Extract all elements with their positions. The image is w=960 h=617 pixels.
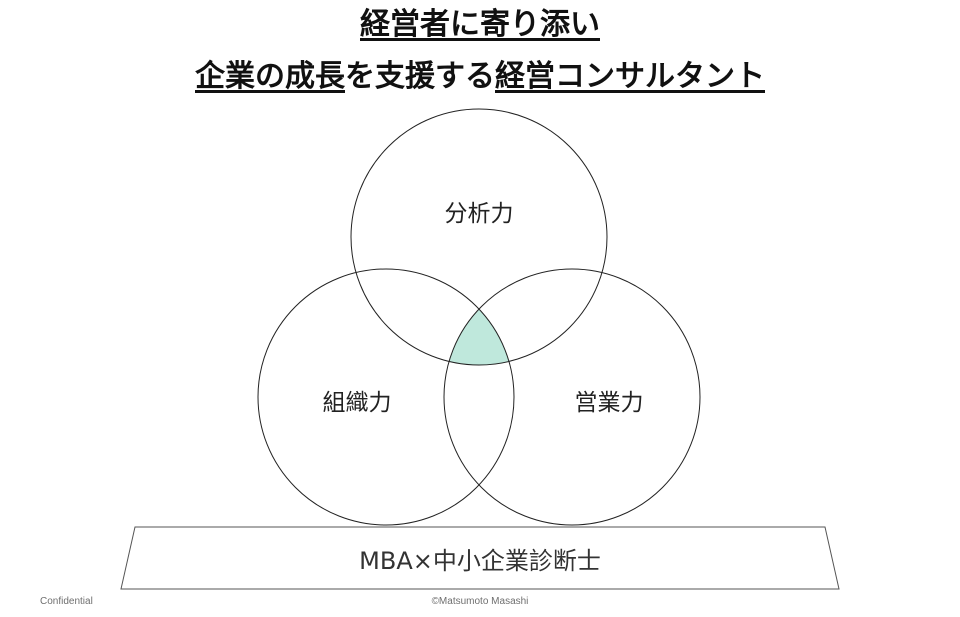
- title-line-2-part1: 企業の成長: [195, 59, 345, 94]
- title-line-2-part2: を支援する: [345, 59, 495, 94]
- venn-label-right: 営業力: [575, 390, 644, 416]
- venn-circle-top: [350, 108, 608, 366]
- venn-label-left: 組織力: [323, 390, 392, 416]
- title-line-1: 経営者に寄り添い: [0, 6, 960, 44]
- venn-circle-left: [257, 268, 515, 526]
- venn-circle-right: [443, 268, 701, 526]
- title-line-2: 企業の成長を支援する経営コンサルタント: [0, 58, 960, 96]
- footer-copyright: ©Matsumoto Masashi: [431, 596, 529, 607]
- base-label: MBA×中小企業診断士: [359, 547, 601, 575]
- base-trapezoid: [120, 526, 840, 590]
- title-line-2-part3: 経営コンサルタント: [495, 59, 765, 94]
- venn-label-top: 分析力: [445, 201, 514, 227]
- footer-confidential: Confidential: [40, 596, 93, 607]
- title-line-1-text: 経営者に寄り添い: [360, 7, 600, 42]
- venn-intersection: [444, 269, 514, 365]
